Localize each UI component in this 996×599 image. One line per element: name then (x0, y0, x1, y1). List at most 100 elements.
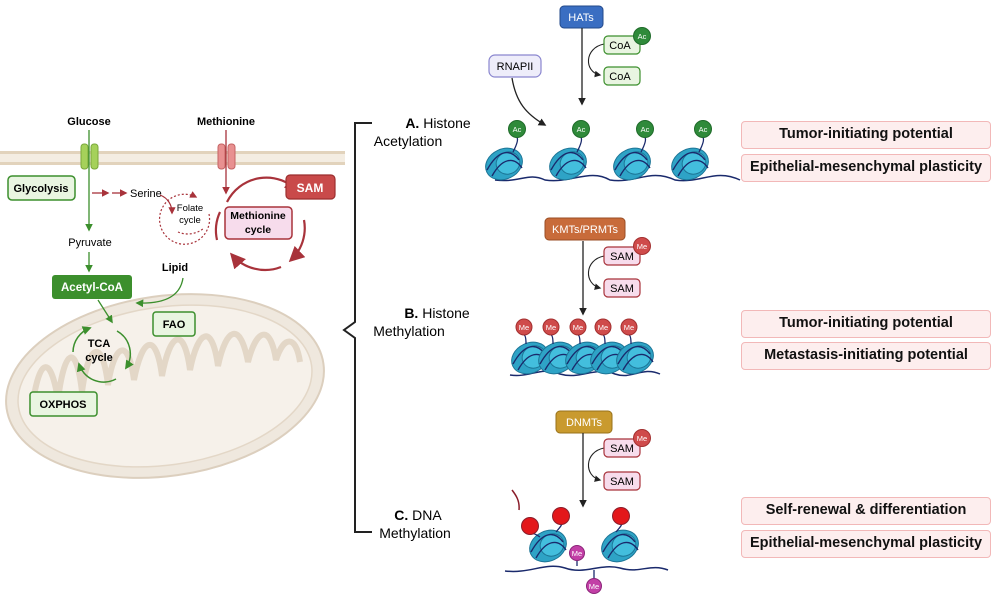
glycolysis-label: Glycolysis (13, 183, 68, 195)
lipid-arrow (135, 277, 184, 308)
ac-mark-4-tail (698, 137, 705, 153)
hats-label: HATs (568, 12, 594, 24)
sam-box-b (603, 278, 641, 298)
sam-label-b: SAM (610, 283, 634, 295)
dna-me-mark-2-label: Me (589, 582, 599, 591)
me-mark-b-5 (620, 318, 638, 336)
nucleosome-a-3 (613, 147, 651, 181)
serine-to-folate-arrow (159, 194, 176, 215)
me-mark-b-1-label: Me (519, 323, 529, 332)
coa-ac-label: CoA (609, 40, 631, 52)
sam-me-label-b: SAM (610, 251, 634, 263)
rnapii-label: RNAPII (497, 61, 534, 73)
me-mark-b-2 (542, 318, 560, 336)
ac-mark-1-tail (512, 137, 519, 153)
kmts-box (544, 217, 626, 241)
ac-mark-3 (636, 120, 654, 138)
section-a-subtitle: Acetylation (374, 133, 442, 149)
section-bracket (342, 122, 372, 533)
coa-conversion-arrow (587, 43, 605, 78)
dna-strand-c (504, 565, 669, 573)
section-a-title: A. Histone (405, 115, 471, 131)
coa-ac-mark (633, 27, 651, 45)
coa-box (603, 66, 641, 86)
kmts-label: KMTs/PRMTs (552, 224, 619, 236)
acetyl-to-tca-arrow (97, 299, 113, 324)
ac-mark-2-label: Ac (577, 125, 586, 134)
acetyl-coa-box (52, 275, 132, 299)
sam-label-c: SAM (610, 476, 634, 488)
sam-me-mark-b (633, 237, 651, 255)
methionine-cycle-label-2: cycle (245, 224, 271, 236)
dna-me-mark-1 (569, 545, 585, 561)
lipid-label: Lipid (162, 262, 188, 274)
section-c-title: C. DNA (394, 507, 442, 523)
ac-mark-3-tail (640, 137, 647, 153)
ac-mark-4 (694, 120, 712, 138)
methionine-cycle-label-1: Methionine (230, 210, 286, 222)
dna-strand-a (494, 174, 741, 182)
me-mark-b-4-tail (602, 334, 606, 345)
sam-label: SAM (297, 181, 324, 195)
coa-ac-mark-label: Ac (638, 32, 647, 41)
sam-box (285, 174, 336, 200)
nucleosome-a-4 (671, 147, 709, 181)
me-mark-b-3 (569, 318, 587, 336)
me-mark-b-4-label: Me (598, 323, 608, 332)
ac-mark-2-tail (576, 137, 583, 153)
dnmts-box (555, 410, 613, 434)
ac-mark-1-label: Ac (513, 125, 522, 134)
me-mark-b-2-label: Me (546, 323, 556, 332)
nucleosome-a-1 (485, 147, 523, 181)
ac-mark-4-label: Ac (699, 125, 708, 134)
glucose-label: Glucose (67, 116, 110, 128)
me-mark-b-4 (594, 318, 612, 336)
rnapii-box (488, 54, 542, 78)
ac-mark-1 (508, 120, 526, 138)
tca-label-1: TCA (88, 338, 111, 350)
histone-mark-c-1 (521, 517, 539, 535)
dna-me-mark-2 (586, 578, 602, 594)
sam-me-box-b (603, 246, 641, 266)
tca-label-2: cycle (85, 352, 113, 364)
fao-label: FAO (163, 319, 186, 331)
effect-b-2: Metastasis-initiating potential (741, 342, 991, 370)
sam-me-mark-label-c: Me (637, 434, 647, 443)
folate-label-2: cycle (179, 215, 201, 226)
histone-mark-c-3 (612, 507, 630, 525)
glycolysis-box (7, 175, 76, 201)
coa-ac-box (603, 35, 641, 55)
section-b-subtitle: Methylation (373, 323, 445, 339)
nucleosome-c-2 (601, 529, 639, 563)
effect-a-2: Epithelial-mesenchymal plasticity (741, 154, 991, 182)
cell-membrane (0, 151, 345, 165)
sam-me-box-c (603, 438, 641, 458)
section-b-title: B. Histone (404, 305, 470, 321)
glucose-transporter (80, 143, 99, 170)
ac-mark-3-label: Ac (641, 125, 650, 134)
sam-me-mark-c (633, 429, 651, 447)
ac-mark-2 (572, 120, 590, 138)
section-c-subtitle: Methylation (379, 525, 451, 541)
acetyl-coa-label: Acetyl-CoA (61, 282, 123, 294)
methionine-transporter (217, 143, 236, 170)
pyruvate-label: Pyruvate (68, 237, 111, 249)
sam-me-label-c: SAM (610, 443, 634, 455)
fao-box (152, 311, 196, 337)
me-mark-b-5-tail (628, 334, 632, 345)
oxphos-box (29, 391, 98, 417)
histone-mark-c-2 (552, 507, 570, 525)
nucleosome-b-5 (616, 341, 654, 375)
me-mark-b-5-label: Me (624, 323, 634, 332)
nucleosome-a-2 (549, 147, 587, 181)
folate-label-1: Folate (177, 203, 203, 214)
dna-me-mark-1-label: Me (572, 549, 582, 558)
histone-mark-c-2-tail (555, 523, 563, 533)
tca-cycle-ring (72, 326, 134, 383)
effect-b-1: Tumor-initiating potential (741, 310, 991, 338)
acetylated-nucleosomes: Ac Ac Ac Ac (485, 120, 712, 181)
methionine-label: Methionine (197, 116, 255, 128)
